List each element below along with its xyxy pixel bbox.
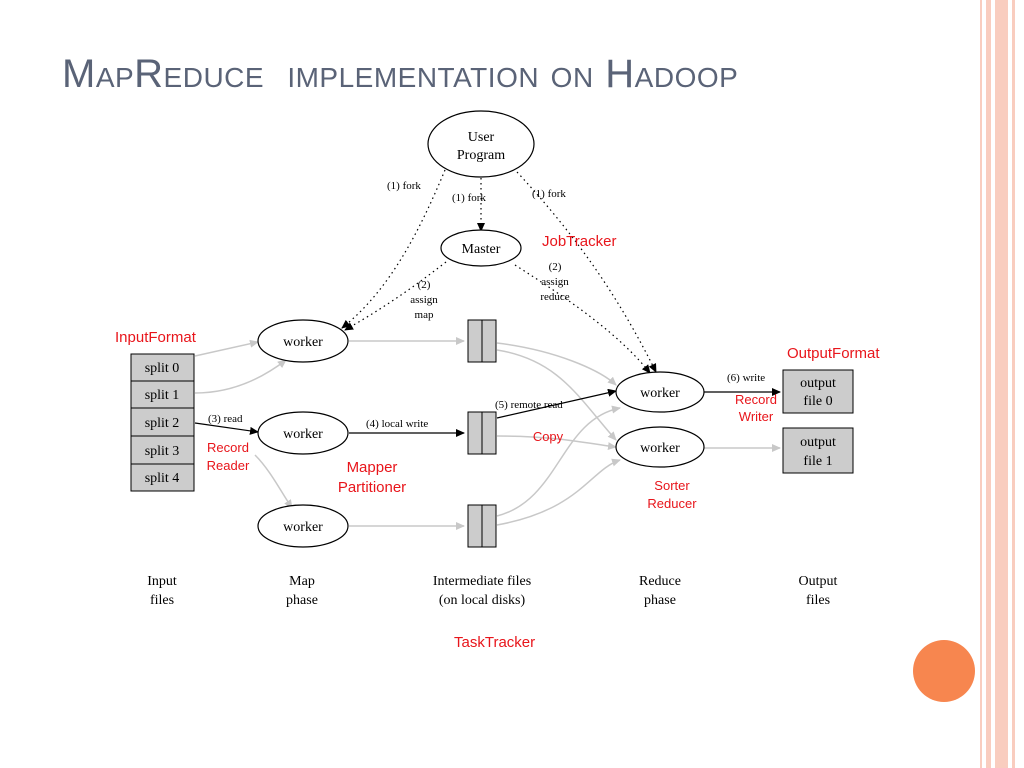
split-box-4	[130, 463, 195, 492]
edge-file3-to-reduce2	[496, 458, 621, 526]
split-4-label: split 4	[145, 471, 180, 486]
user-program-label-1: User	[468, 130, 495, 145]
decorative-stripe-4	[1012, 0, 1015, 768]
assign-reduce-label-1: (2)	[549, 261, 562, 273]
map-worker-2	[257, 411, 349, 455]
assign-reduce-label-2: assign	[541, 276, 569, 288]
output-file-0-box	[782, 369, 854, 414]
map-worker-2-label: worker	[283, 427, 323, 442]
decorative-stripe-2	[986, 0, 991, 768]
assign-map-label-1: (2)	[418, 279, 431, 291]
sorter-label: Sorter	[654, 478, 690, 493]
edge-input-to-worker1	[194, 339, 259, 357]
phase-output-label-2: files	[806, 593, 830, 608]
decorative-stripe-3	[995, 0, 1008, 768]
edge-fork-to-reduce-worker	[516, 171, 657, 373]
phase-input-label-2: files	[150, 593, 174, 608]
user-program-label-2: Program	[457, 148, 505, 163]
edge-split4-to-worker3	[254, 454, 293, 509]
title-word-mapreduce: MapReduce	[62, 52, 265, 96]
mapper-label: Mapper	[347, 459, 398, 476]
assign-reduce-label-3: reduce	[540, 291, 569, 303]
edge-remote-read	[496, 388, 617, 419]
user-program-node	[427, 110, 535, 178]
reduce-worker-2	[615, 426, 705, 468]
edge-file1-to-reduce2	[496, 349, 617, 441]
split-2-label: split 2	[145, 416, 180, 431]
phase-output-label-1: Output	[799, 574, 838, 589]
slide-title: MapReduce implementation on Hadoop	[62, 52, 738, 97]
phase-input-label-1: Input	[147, 574, 177, 589]
job-tracker-label: JobTracker	[542, 233, 616, 250]
map-worker-1	[257, 319, 349, 363]
assign-map-label-2: assign	[410, 294, 438, 306]
decorative-orange-circle	[913, 640, 975, 702]
read-label: (3) read	[208, 413, 243, 425]
split-box-2	[130, 407, 195, 437]
record-writer-label-1: Record	[735, 392, 777, 407]
output-file-0-label-2: file 0	[803, 394, 832, 409]
phase-reduce-label-1: Reduce	[639, 574, 681, 589]
title-word-implementation: implementation on Hadoop	[287, 52, 739, 96]
reduce-worker-1	[615, 371, 705, 413]
split-box-0	[130, 353, 195, 382]
output-file-0-label-1: output	[800, 376, 836, 391]
output-file-1-label-1: output	[800, 435, 836, 450]
phase-reduce-label-2: phase	[644, 593, 676, 608]
reduce-worker-2-label: worker	[640, 441, 680, 456]
master-node	[440, 229, 522, 267]
record-reader-label-1: Record	[207, 440, 249, 455]
reduce-worker-1-label: worker	[640, 386, 680, 401]
map-worker-3	[257, 504, 349, 548]
output-file-1-label-2: file 1	[803, 454, 832, 469]
phase-map-label-1: Map	[289, 574, 315, 589]
split-box-1	[130, 380, 195, 409]
local-write-label: (4) local write	[366, 418, 428, 430]
record-writer-label-2: Writer	[739, 409, 774, 424]
edge-file1-to-reduce1	[496, 342, 617, 386]
edge-assign-reduce	[514, 264, 651, 374]
assign-map-label-3: map	[415, 309, 434, 321]
map-worker-1-label: worker	[283, 335, 323, 350]
record-reader-label-2: Reader	[207, 458, 250, 473]
edge-file3-to-reduce1	[496, 405, 621, 517]
fork-label-left: (1) fork	[387, 180, 421, 192]
map-worker-3-label: worker	[283, 520, 323, 535]
copy-label: Copy	[533, 429, 564, 444]
decorative-stripe-1	[980, 0, 982, 768]
input-format-label: InputFormat	[115, 329, 197, 346]
edge-split1-to-worker1	[194, 359, 287, 394]
split-3-label: split 3	[145, 444, 180, 459]
fork-label-center: (1) fork	[452, 192, 486, 204]
split-1-label: split 1	[145, 388, 180, 403]
output-format-label: OutputFormat	[787, 345, 880, 362]
phase-map-label-2: phase	[286, 593, 318, 608]
fork-label-right: (1) fork	[532, 188, 566, 200]
remote-read-label: (5) remote read	[495, 399, 563, 411]
phase-intermediate-label-1: Intermediate files	[433, 574, 531, 589]
split-0-label: split 0	[145, 361, 180, 376]
task-tracker-label: TaskTracker	[454, 634, 535, 651]
reducer-label: Reducer	[647, 496, 697, 511]
output-file-1-box	[782, 427, 854, 474]
edge-file2-to-reduce2	[496, 435, 617, 451]
edge-read	[194, 422, 259, 435]
phase-intermediate-label-2: (on local disks)	[439, 593, 526, 608]
master-label: Master	[462, 242, 501, 257]
partitioner-label: Partitioner	[338, 479, 406, 496]
write-label: (6) write	[727, 372, 765, 384]
